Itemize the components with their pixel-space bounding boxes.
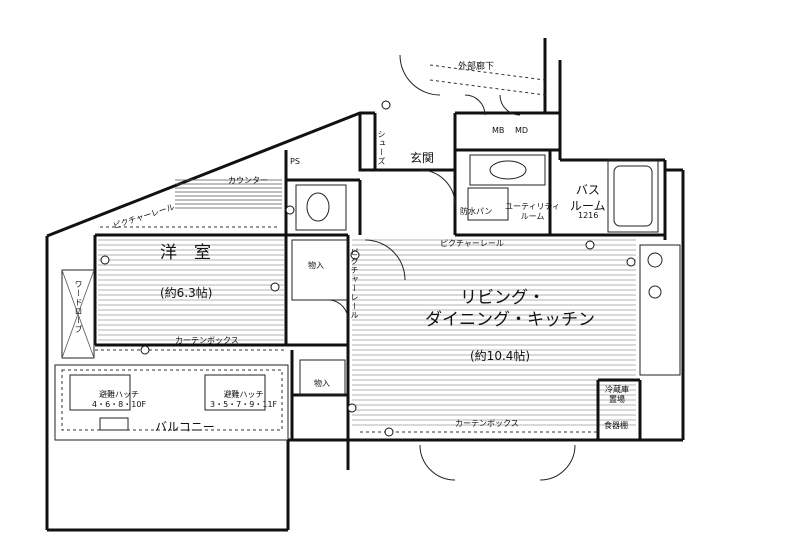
label-western-room: 洋 室	[160, 243, 211, 263]
label-bath-size: 1216	[578, 211, 599, 220]
label-mb: MB	[492, 126, 505, 135]
label-balcony: バルコニー	[155, 420, 215, 434]
outlets	[100, 100, 636, 437]
label-waterproof-pan: 防水パン	[460, 207, 493, 216]
label-exterior-corridor: 外部廊下	[458, 62, 495, 72]
toilet-icon	[306, 192, 330, 222]
washbasin	[469, 154, 546, 186]
label-western-room-size: (約6.3帖)	[160, 286, 213, 300]
label-utility: ユーティリティ ルーム	[505, 202, 561, 222]
label-storage-2: 物入	[314, 379, 330, 388]
label-curtain-box-1: カーテンボックス	[175, 336, 239, 345]
label-md: MD	[515, 126, 529, 135]
label-hatch-b: 避難ハッチ 3・5・7・9・11F	[210, 390, 278, 409]
outer-walls	[45, 38, 685, 532]
label-ps: PS	[290, 157, 300, 166]
doors	[329, 54, 576, 481]
label-ldk-line1: リビング・	[460, 288, 545, 308]
label-storage-small: 食器棚	[604, 421, 628, 430]
wardrobe-box	[61, 269, 95, 359]
waterproof-pan-box	[467, 187, 509, 221]
balcony-area	[54, 364, 289, 441]
label-entrance: 玄関	[410, 151, 435, 165]
label-storage-1: 物入	[308, 261, 324, 270]
label-counter: カウンター	[228, 176, 268, 185]
label-ldk-line2: ダイニング・キッチン	[425, 310, 595, 330]
label-curtain-box-2: カーテンボックス	[455, 419, 519, 428]
kitchen-counter	[639, 244, 681, 376]
label-hatch-a: 避難ハッチ 4・6・8・10F	[92, 390, 147, 409]
label-wardrobe: ワードローブ	[74, 280, 83, 334]
label-picture-rail-south: ピクチャーレール	[440, 239, 504, 248]
counter-hatching	[175, 179, 282, 209]
label-picture-rail-center: ピクチャーレール	[350, 248, 359, 320]
storage-box-2	[299, 359, 346, 396]
label-fridge: 冷蔵庫 置場	[605, 385, 629, 404]
storage-box-1	[291, 239, 348, 301]
bathtub	[607, 159, 659, 233]
label-ldk-size: (約10.4帖)	[470, 349, 531, 363]
label-shoe-closet: シューズ	[377, 130, 386, 166]
flooring	[98, 239, 636, 426]
toilet-room	[295, 184, 347, 231]
label-bath: バス ルーム	[570, 183, 606, 213]
